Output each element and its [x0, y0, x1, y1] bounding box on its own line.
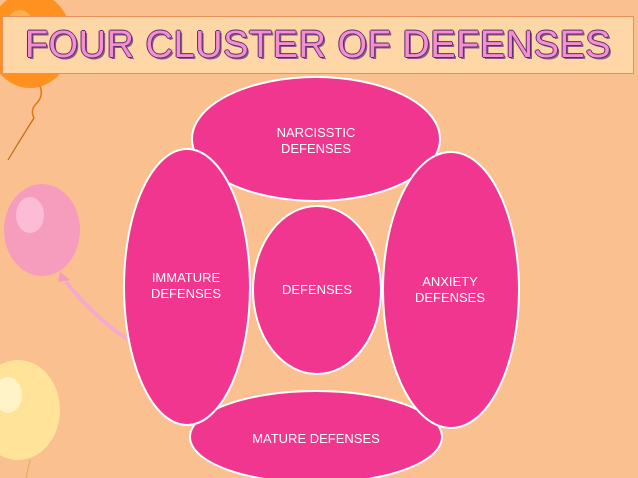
- narcissistic-label-line2: DEFENSES: [280, 141, 352, 156]
- mature-label-text: MATURE DEFENSES: [252, 431, 380, 446]
- center-label-text: DEFENSES: [281, 282, 353, 297]
- center-ellipse: [252, 205, 382, 375]
- pink-balloon-icon: [4, 184, 131, 342]
- mature-label: MATURE DEFENSES: [226, 431, 406, 447]
- narcissistic-ellipse: [191, 76, 441, 202]
- immature-label-line2: DEFENSES: [150, 286, 222, 301]
- anxiety-label: ANXIETY DEFENSES: [390, 274, 510, 306]
- immature-label: IMMATURE DEFENSES: [130, 270, 242, 302]
- center-label: DEFENSES: [257, 282, 377, 298]
- yellow-balloon-icon: [0, 360, 60, 478]
- immature-label-line1: IMMATURE: [151, 270, 221, 285]
- anxiety-ellipse: [382, 151, 520, 429]
- mature-ellipse: [189, 390, 443, 478]
- anxiety-label-line2: DEFENSES: [414, 290, 486, 305]
- narcissistic-label-line1: NARCISSTIC: [276, 125, 356, 140]
- narcissistic-label: NARCISSTIC DEFENSES: [256, 125, 376, 157]
- cluster-diagram: [123, 76, 520, 478]
- page-title: FOUR CLUSTER OF DEFENSES: [24, 23, 612, 66]
- title-box: FOUR CLUSTER OF DEFENSES: [2, 16, 634, 74]
- immature-ellipse: [123, 148, 251, 426]
- anxiety-label-line1: ANXIETY: [422, 274, 478, 289]
